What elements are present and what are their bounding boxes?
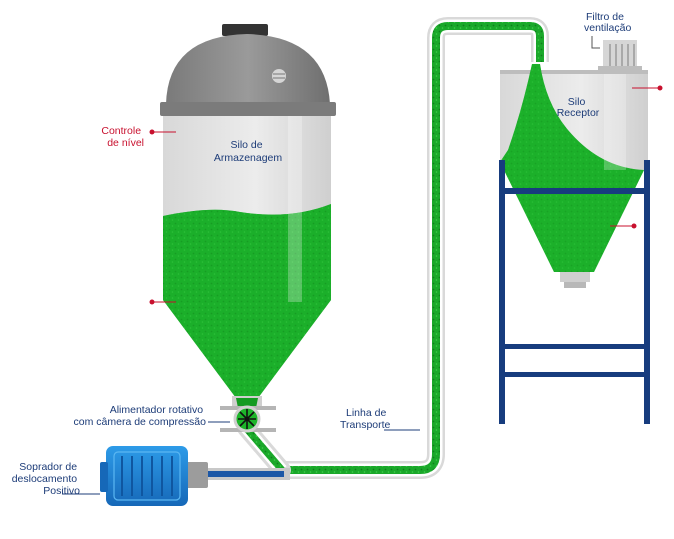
storage-silo (160, 24, 336, 408)
rotary-valve-icon (233, 405, 261, 433)
blower-motor-icon (100, 446, 188, 506)
blower (100, 446, 290, 506)
storage-silo-label: Silo de Armazenagem (214, 139, 283, 164)
vent-filter (598, 40, 642, 72)
receiver-silo (499, 40, 650, 424)
rotary-valve (220, 405, 276, 433)
level-control-label: Controle de nível (101, 125, 144, 149)
rotary-feeder-label: Alimentador rotativo com câmera de compr… (74, 404, 207, 428)
vent-filter-label: Filtro de ventilação (584, 11, 631, 34)
transport-line (237, 17, 549, 479)
dome-logo-icon (272, 69, 286, 83)
transport-line-label: Linha de Transporte (340, 407, 391, 431)
blower-label: Soprador de deslocamento Positivo (12, 461, 80, 497)
receiver-silo-label: Silo Receptor (557, 96, 600, 119)
leader-lines (62, 36, 663, 495)
support-frame (499, 160, 650, 424)
